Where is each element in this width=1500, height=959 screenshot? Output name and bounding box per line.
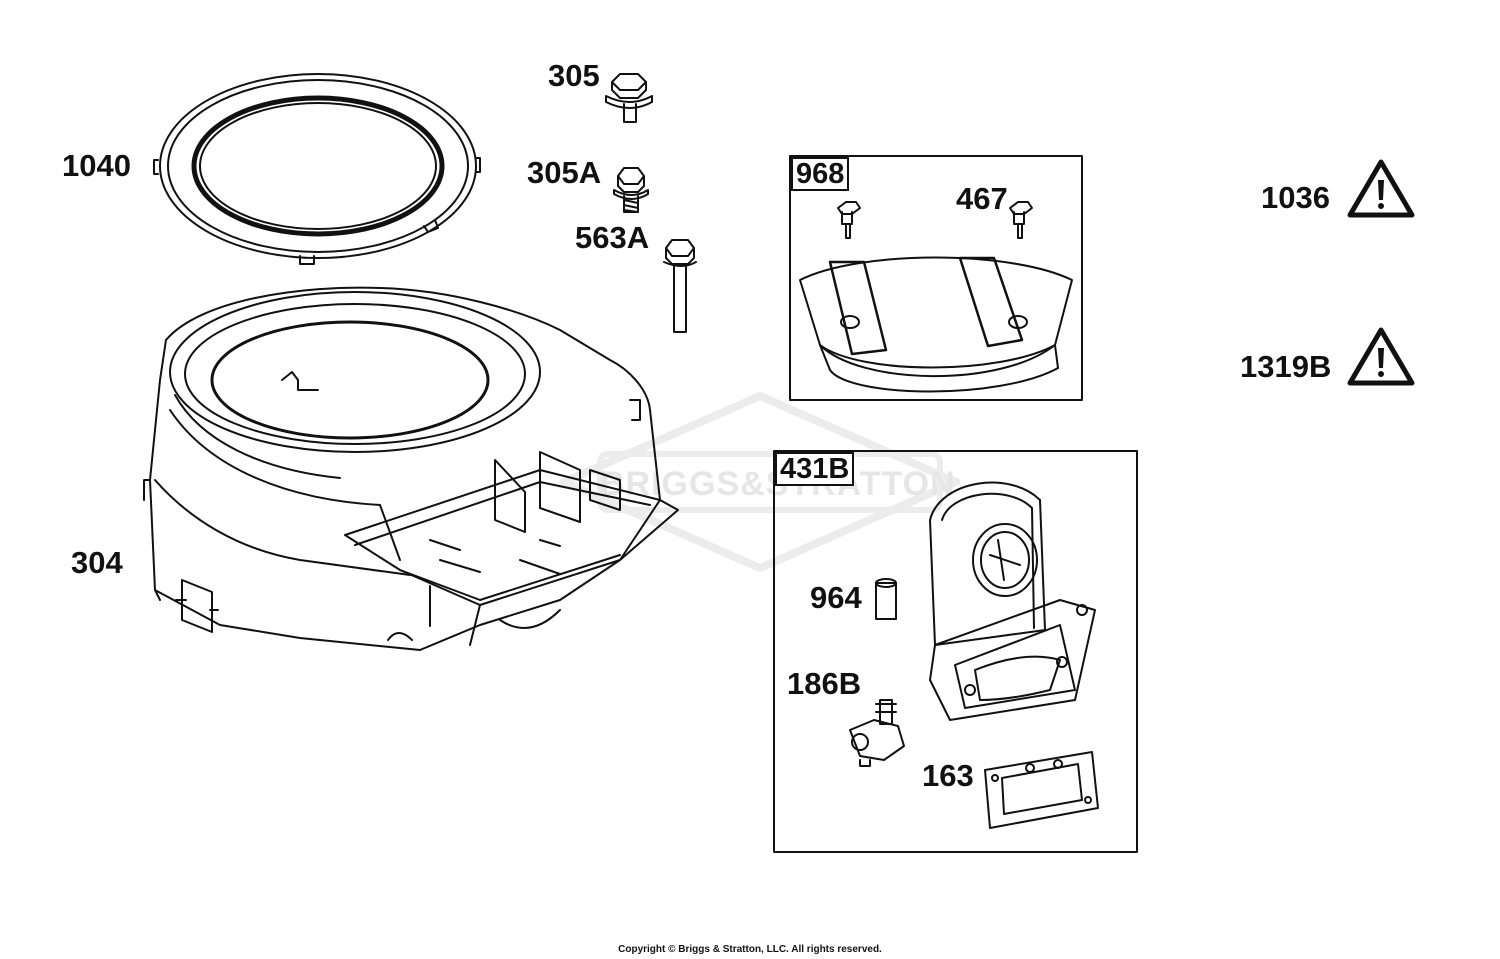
warning-triangle-1319b-icon: [1347, 327, 1415, 386]
label-305: 305: [548, 58, 600, 93]
label-467: 467: [956, 181, 1008, 216]
label-163: 163: [922, 758, 974, 793]
bolt-305a-part: [613, 167, 649, 213]
gasket-163-part: [984, 751, 1099, 829]
box-431b-frame: [773, 450, 1138, 853]
blower-housing-part: [143, 286, 679, 651]
box-label-968: 968: [791, 157, 850, 191]
copyright-notice: Copyright © Briggs & Stratton, LLC. All …: [618, 944, 882, 955]
intake-elbow-part: [929, 481, 1096, 721]
fitting-186b-part: [849, 699, 905, 767]
box-968-frame: [789, 155, 1083, 401]
cover-968-part: [799, 201, 1073, 393]
box-label-431b: 431B: [775, 452, 855, 486]
label-964: 964: [810, 580, 862, 615]
label-186b: 186B: [787, 666, 862, 701]
brand-watermark-icon: [560, 392, 960, 572]
label-563a: 563A: [575, 220, 650, 255]
warning-triangle-1036-icon: [1347, 159, 1415, 218]
label-305a: 305A: [527, 155, 602, 190]
label-1036: 1036: [1261, 180, 1330, 215]
bolt-305-part: [605, 73, 653, 123]
ring-screen-part: [153, 73, 481, 265]
spacer-964-part: [875, 578, 897, 620]
label-1319b: 1319B: [1240, 349, 1332, 384]
label-304: 304: [71, 545, 123, 580]
bolt-563a-part: [663, 239, 697, 333]
label-1040: 1040: [62, 148, 131, 183]
